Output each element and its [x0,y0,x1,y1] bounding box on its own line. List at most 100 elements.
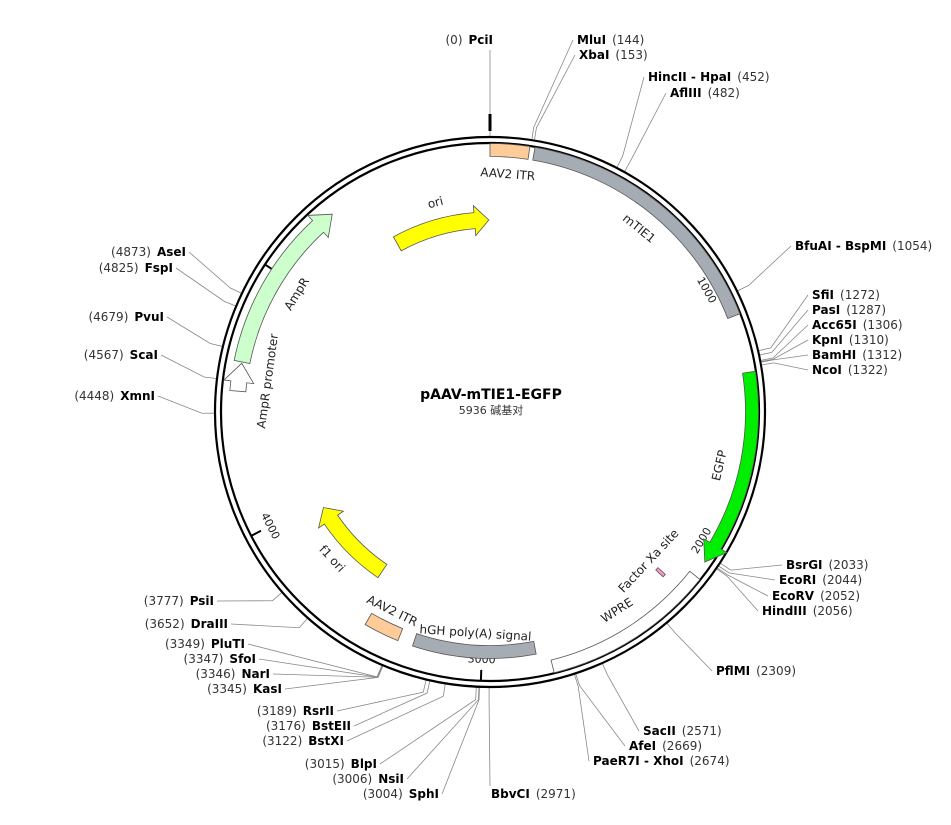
feature-aav2-itr-0: AAV2 ITR [480,143,536,183]
site-position: (3122) [262,734,302,748]
site-position: (2669) [662,739,702,753]
site-label: PflMI(2309) [716,664,796,678]
site-name: SphI [409,787,439,801]
leader-line [760,324,809,361]
site-bfuai-bspmi: BfuAI - BspMI(1054) [795,239,932,253]
site-label: HindIII(2056) [762,604,853,618]
leader-line [247,643,383,678]
site-position: (153) [615,48,647,62]
leader-line [758,294,809,352]
site-position: (4825) [99,261,139,275]
site-hincii-hpai: HincII - HpaI (452) [648,70,770,84]
feature-label: Factor Xa site [615,526,681,595]
plasmid-backbone [213,114,767,689]
site-name: BlpI [351,757,377,771]
site-position: (452) [737,70,769,84]
site-label: (3346)NarI [196,667,270,681]
feature-shape [223,362,255,393]
leader-line [623,92,667,173]
site-sphi: (3004) SphI [363,787,439,801]
site-position: (2052) [820,589,860,603]
leader-line [406,686,480,780]
leader-line [736,245,792,292]
site-label: AflIII (482) [670,86,740,100]
feature-label: EGFP [709,449,730,482]
site-label: (0)PciI [446,33,494,47]
leader-line [601,662,640,732]
site-position: (0) [446,33,463,47]
site-paer7i-xhoi: PaeR7I - XhoI(2674) [593,754,730,768]
site-kasi: (3345)KasI [207,682,282,696]
site-position: (1287) [846,303,886,317]
site-position: (3189) [257,704,297,718]
site-pluti: (3349)PluTI [165,637,245,651]
site-label: (4679) PvuI [88,310,164,324]
site-position: (1306) [863,318,903,332]
site-position: (1272) [840,288,880,302]
leader-line [666,622,713,672]
feature-shape [703,370,759,563]
site-position: (482) [708,86,740,100]
site-position: (3346) [196,667,236,681]
feature-egfp-2: EGFP [703,370,759,563]
leader-line [441,686,480,795]
plasmid-title-block: pAAV-mTIE1-EGFP 5936 碱基对 [420,387,562,417]
site-scai: (4567)ScaI [84,348,158,362]
feature-shape [412,633,537,659]
site-position: (4679) [88,310,128,324]
leader-line [717,565,776,581]
site-ecori: EcoRI(2044) [779,573,862,587]
leader-line [488,686,491,787]
site-name: DraIII [191,617,228,631]
leader-line [616,76,645,169]
site-sfoi: (3347)SfoI [184,652,256,666]
site-name: AseI [157,245,186,259]
tick-label: 4000 [258,511,282,542]
site-position: (3349) [165,637,205,651]
site-name: HincII - HpaI [648,70,731,84]
site-name: FspI [145,261,173,275]
site-position: (3015) [305,757,345,771]
site-name: Acc65I [812,318,857,332]
site-position: (4567) [84,348,124,362]
site-label: XbaI(153) [579,48,648,62]
site-name: BstXI [308,734,344,748]
site-name: BstEII [312,719,351,733]
feature-ori-10: ori [392,194,490,252]
site-nari: (3346)NarI [196,667,270,681]
feature-shape [655,567,666,578]
site-label: EcoRV(2052) [772,589,860,603]
site-position: (3004) [363,787,403,801]
site-name: PflMI [716,664,750,678]
feature-hgh-poly-a-signal-5: hGH poly(A) signal [412,622,537,659]
site-label: (3349)PluTI [165,637,245,651]
leader-line [157,395,216,414]
site-position: (3345) [207,682,247,696]
site-label: (3004) SphI [363,787,439,801]
site-label: BbvCI(2971) [491,787,576,801]
leader-line [716,567,769,597]
leader-line [336,679,427,712]
site-sacii: SacII(2571) [643,724,722,738]
site-name: PvuI [134,310,164,324]
site-label: (4873)AseI [111,245,186,259]
leader-line [346,683,446,742]
site-label: SfiI (1272) [812,288,880,302]
site-acc65i: Acc65I (1306) [812,318,903,332]
tick-mark [250,529,262,537]
feature-aav2-itr-6: AAV2 ITR [365,592,420,642]
plasmid-name: pAAV-mTIE1-EGFP [420,387,562,403]
site-bsteii: (3176)BstEII [266,719,351,733]
site-name: AflIII [670,86,702,100]
site-name: MluI [577,33,606,47]
site-psii: (3777)PsiI [144,594,214,608]
leader-line [760,339,809,363]
site-name: NcoI [812,363,842,377]
site-name: NsiI [378,772,404,786]
site-position: (1312) [862,348,902,362]
site-label: BamHI(1312) [812,348,902,362]
site-xmni: (4448)XmnI [74,389,155,403]
plasmid-size: 5936 碱基对 [459,403,524,417]
site-name: SfiI [812,288,834,302]
